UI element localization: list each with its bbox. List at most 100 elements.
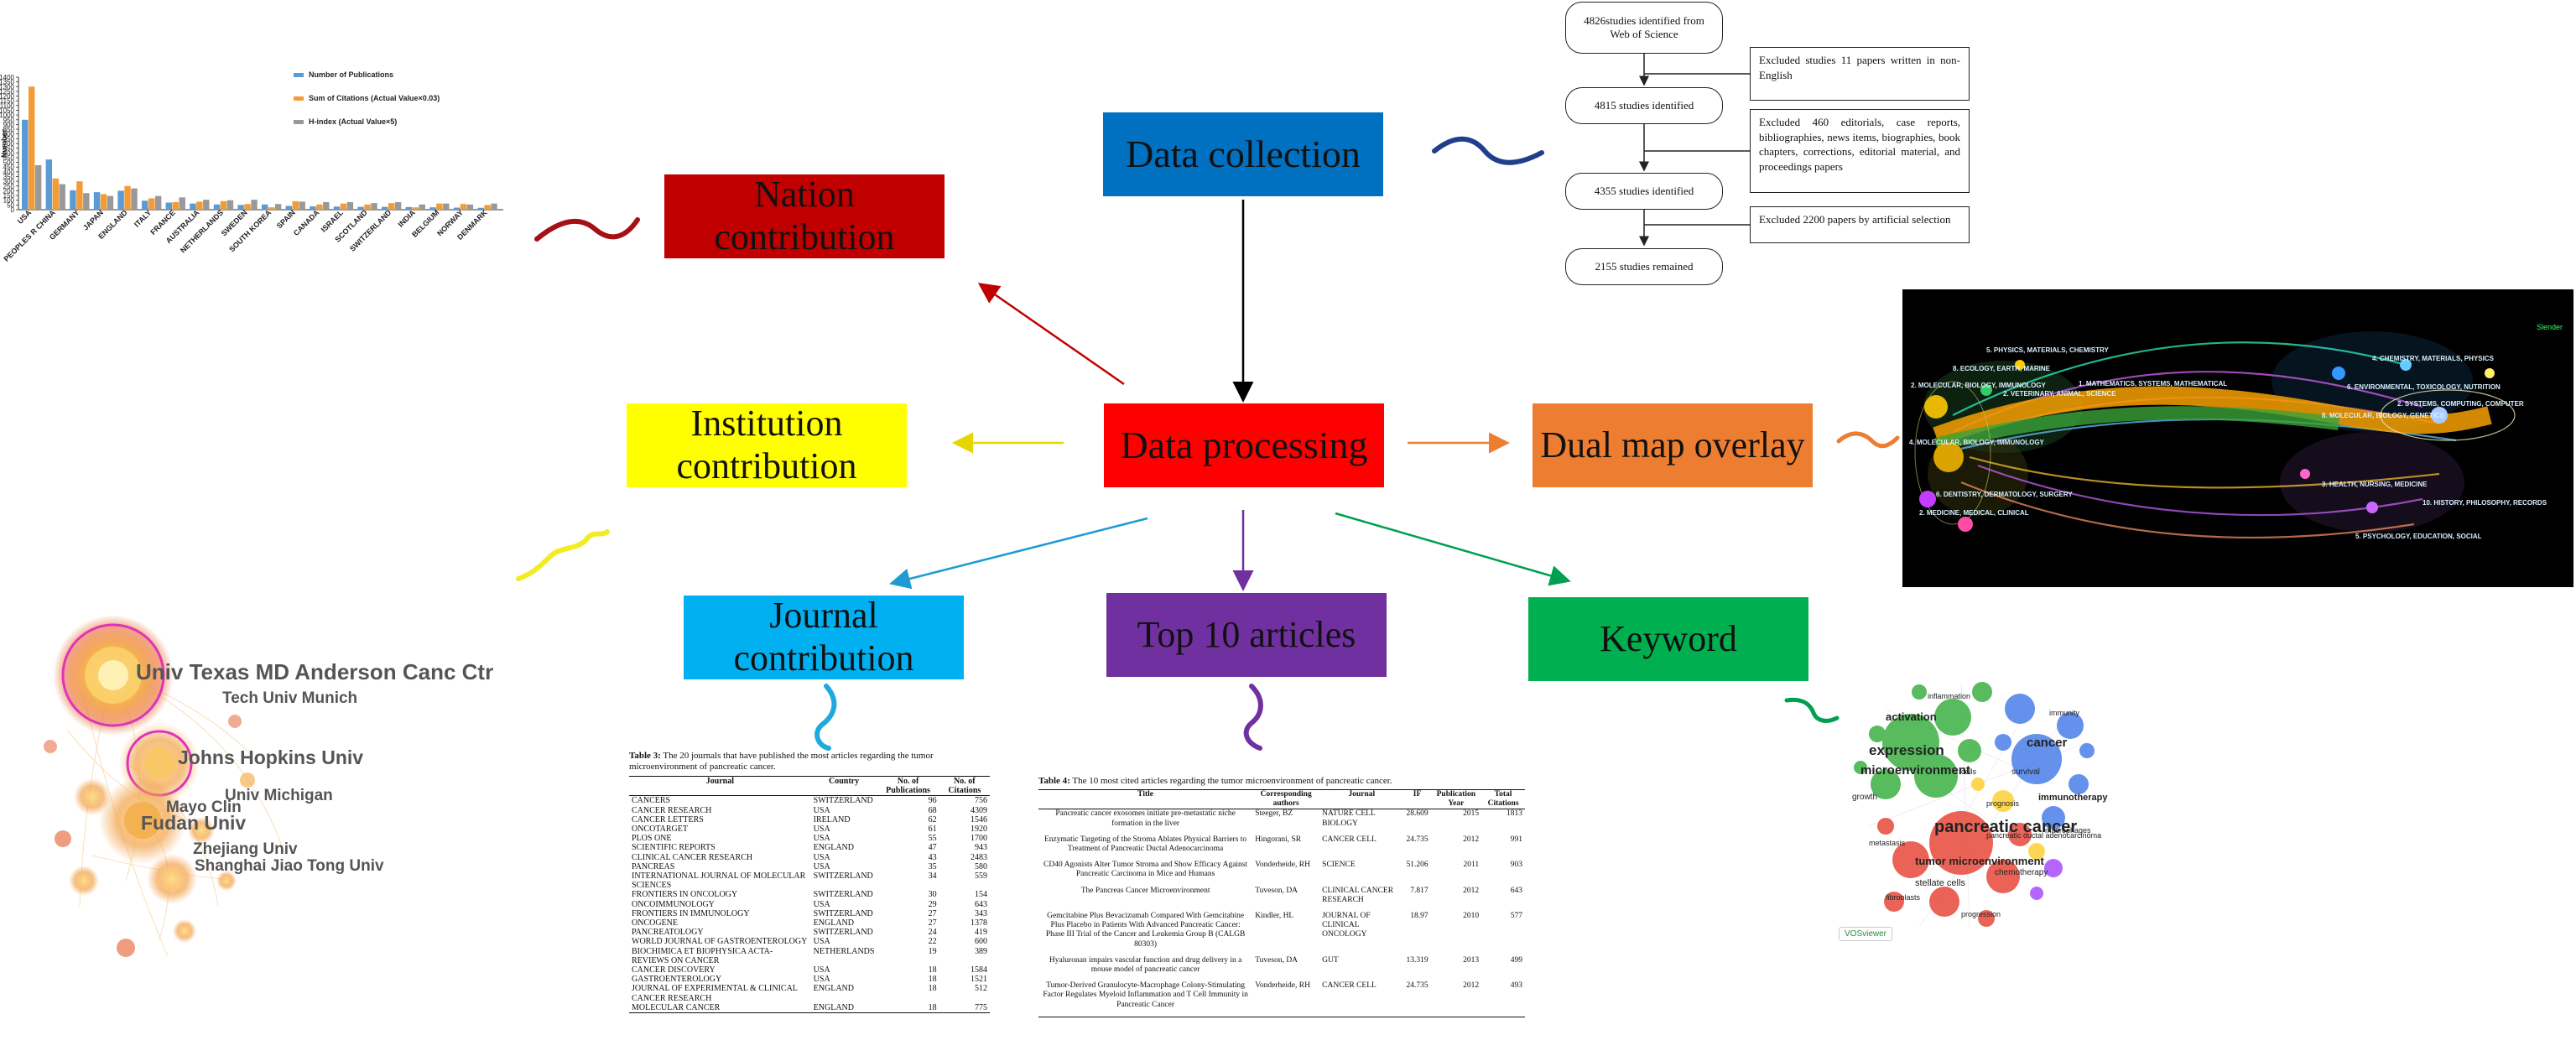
articles-table-cell: 2012	[1463, 835, 1480, 844]
dual-map-legend: Slender	[2537, 323, 2563, 331]
bar-denmark-2	[491, 203, 497, 210]
articles-table-cell: Tuveson, DA	[1255, 955, 1298, 965]
dual-map-left-label-2: 8. ECOLOGY, EARTH, MARINE	[1953, 365, 2051, 372]
legend-swatch-2	[294, 120, 304, 124]
articles-table-cell: Vonderheide, RH	[1255, 861, 1310, 870]
bar-france-2	[179, 197, 185, 210]
journal-table-cell: 643	[975, 899, 987, 909]
bar-belgium-2	[443, 203, 450, 210]
journal-table-header: No. of Citations	[939, 775, 990, 797]
keyword-network-graph	[1854, 682, 2095, 928]
journal-table-cell: MOLECULAR CANCER	[629, 1002, 811, 1014]
articles-table-cell: NATURE CELL BIOLOGY	[1322, 809, 1376, 828]
bar-france-0	[165, 202, 173, 210]
articles-table-row: Tumor-Derived Granulocyte-Macrophage Col…	[1038, 981, 1525, 1017]
flow-step-4355: 4355 studies identified	[1565, 173, 1723, 210]
journal-table-cell: SWITZERLAND	[813, 796, 873, 806]
journal-table-cell: 19	[928, 946, 937, 956]
inst-label-fudan: Fudan Univ	[141, 812, 247, 834]
squiggle-cyan	[814, 684, 837, 751]
journal-table-cell: JOURNAL OF EXPERIMENTAL & CLINICAL CANCE…	[632, 984, 798, 1003]
inst-label-md-anderson: Univ Texas MD Anderson Canc Ctr	[136, 659, 494, 684]
journal-table-cell: ONCOIMMUNOLOGY	[632, 899, 715, 909]
journal-table-cell: PANCREAS	[632, 861, 675, 871]
dual-map-left-label-1: 5. PHYSICS, MATERIALS, CHEMISTRY	[1986, 346, 2109, 354]
bar-italy-1	[148, 198, 155, 210]
articles-table-cell: 577	[1510, 912, 1522, 921]
legend-swatch-1	[294, 96, 304, 101]
journal-table-cell: SWITZERLAND	[813, 928, 873, 938]
journal-table-cell: FRONTIERS IN IMMUNOLOGY	[632, 908, 750, 918]
keyword-network: expression microenvironment pancreatic c…	[1835, 658, 2112, 952]
kw-label-prognosis: prognosis	[1986, 799, 2020, 808]
journal-table-caption-label: Table 3:	[629, 751, 661, 761]
articles-table-cell: 1813	[1507, 809, 1522, 819]
y-tick-label: 0	[11, 206, 15, 214]
journal-table-cell: USA	[813, 975, 830, 985]
journal-table-cell: 18	[928, 975, 937, 985]
articles-table-cell: 2010	[1463, 912, 1480, 921]
dual-map-right-label-7: 10. HISTORY, PHILOSOPHY, RECORDS	[2422, 499, 2547, 507]
kw-label-chemotherapy: chemotherapy	[1995, 868, 2048, 877]
x-tick-label: SPAIN	[275, 208, 297, 230]
bar-usa-2	[34, 164, 42, 210]
node-data-processing: Data processing	[1104, 403, 1384, 487]
journal-table-cell: 154	[975, 890, 987, 900]
bar-denmark-0	[477, 207, 484, 210]
bar-spain-1	[292, 200, 299, 210]
inst-label-mayo-clin: Mayo Clin	[166, 799, 242, 816]
journal-table-cell: CANCER DISCOVERY	[632, 965, 716, 975]
journal-table-caption-text: The 20 journals that have published the …	[629, 751, 934, 772]
dual-map-left-label-5: 2. VETERINARY, ANIMAL, SCIENCE	[2003, 390, 2116, 398]
articles-table-cell: 28.609	[1406, 809, 1429, 819]
y-tick-label: 400	[3, 169, 15, 176]
bar-israel-0	[333, 206, 341, 210]
journal-table-cell: 1521	[971, 975, 987, 985]
bar-canada-1	[316, 204, 323, 210]
journal-table-cell: 30	[928, 890, 937, 900]
y-tick-label: 100	[3, 197, 15, 205]
bar-switzerland-0	[382, 206, 388, 210]
articles-table-caption-text: The 10 most cited articles regarding the…	[1069, 776, 1392, 786]
articles-table-cell: 18.97	[1410, 912, 1429, 921]
y-axis-label: Number	[0, 129, 8, 159]
bar-usa-0	[22, 119, 29, 210]
bar-japan-1	[100, 194, 107, 210]
legend-label-2: H-index (Actual Value×5)	[309, 117, 397, 126]
journal-table-cell: BIOCHIMICA ET BIOPHYSICA ACTA-REVIEWS ON…	[632, 946, 773, 965]
bar-netherlands-2	[226, 200, 234, 210]
journal-table-header: Journal	[629, 775, 811, 797]
journal-table-cell: 1546	[971, 814, 987, 825]
kw-label-growth: growth	[1852, 793, 1878, 802]
journal-table-cell: ONCOTARGET	[632, 825, 688, 835]
articles-table-header: Publication Year	[1430, 788, 1482, 810]
x-tick-label: CANADA	[292, 208, 321, 237]
node-top10-articles: Top 10 articles	[1106, 593, 1387, 677]
journal-table-cell: FRONTIERS IN ONCOLOGY	[632, 890, 738, 900]
nation-bar-chart: 0501001502002503003504004505005506006507…	[0, 70, 503, 263]
journal-table-cell: 1378	[971, 918, 987, 929]
kw-label-expression: expression	[1869, 742, 1944, 758]
bar-australia-2	[203, 200, 210, 210]
journal-table-cell: 18	[877, 1002, 939, 1014]
y-tick-label: 800	[3, 131, 15, 138]
squiggle-purple	[1243, 684, 1263, 751]
bar-germany-0	[70, 190, 76, 210]
kw-label-macrophages: macrophages	[2045, 826, 2091, 835]
journal-table-cell: 756	[975, 796, 987, 806]
journal-table-cell: 27	[928, 918, 937, 929]
articles-table-cell: 2012	[1430, 981, 1482, 1017]
kw-label-fibroblasts: fibroblasts	[1886, 893, 1921, 902]
articles-table-cell: Kindler, HL	[1255, 912, 1294, 921]
bar-scotland-2	[371, 203, 377, 210]
journal-table-cell: 35	[928, 861, 937, 871]
node-nation-contribution: Nation contribution	[664, 174, 945, 258]
bar-india-2	[419, 204, 425, 210]
legend-label-1: Sum of Citations (Actual Value×0.03)	[309, 94, 440, 102]
y-tick-label: 350	[3, 174, 15, 181]
flow-step-4815: 4815 studies identified	[1565, 87, 1723, 124]
